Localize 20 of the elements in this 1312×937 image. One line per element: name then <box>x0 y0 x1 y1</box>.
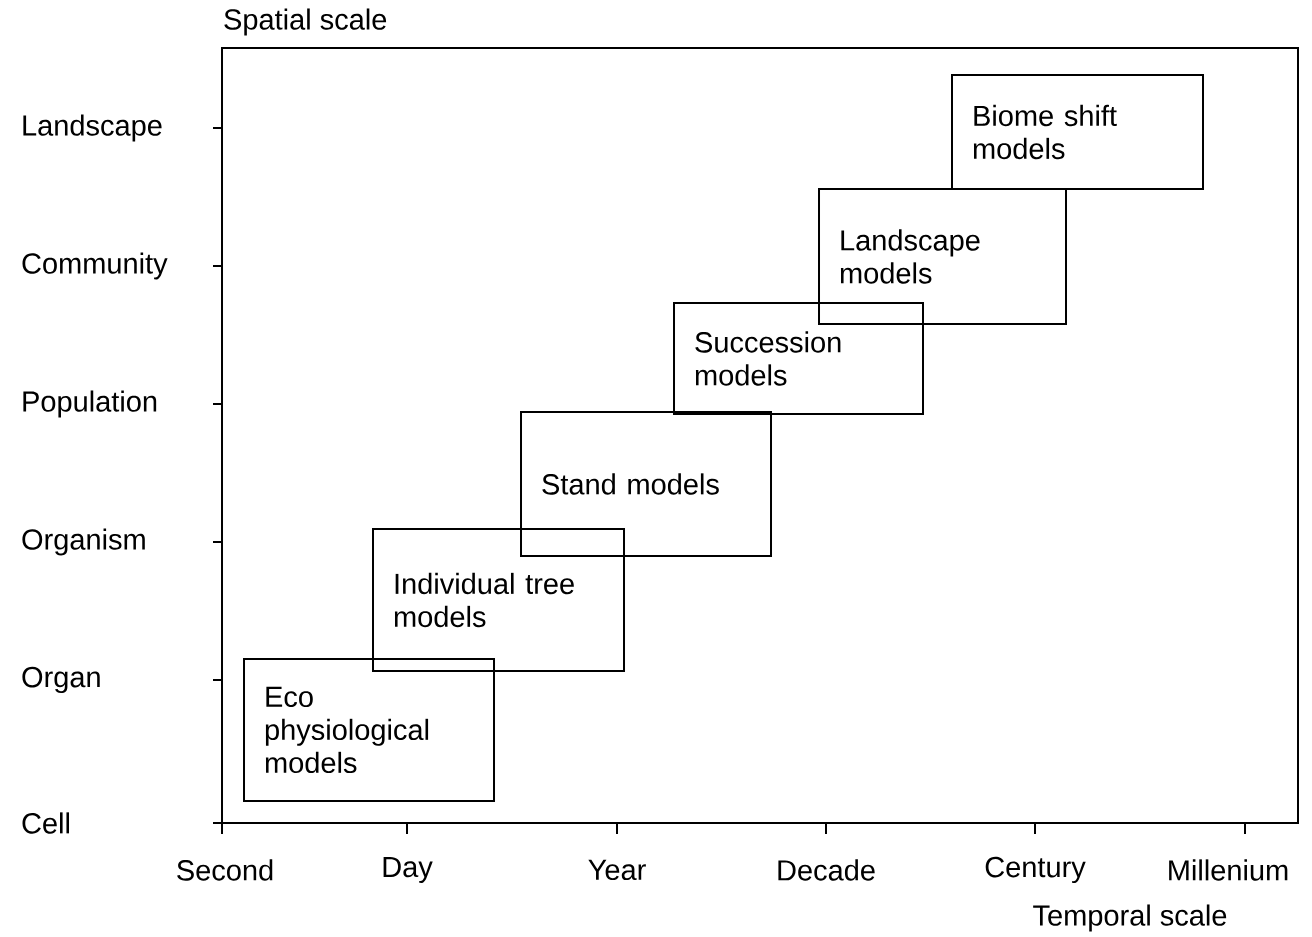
model-box: Individual tree models <box>372 528 625 672</box>
model-box: Succession models <box>673 302 924 415</box>
tick-label: Second <box>177 859 273 881</box>
tick-label: Cell <box>22 812 70 834</box>
tick-label: Organism <box>22 528 145 556</box>
model-box: Landscape models <box>818 188 1067 325</box>
tick-label: Organ <box>22 666 100 694</box>
tick-label: Year <box>588 859 646 881</box>
tick-label: Decade <box>778 859 875 881</box>
tick-label: Millenium <box>1169 859 1288 881</box>
axis-title: Temporal scale <box>1033 904 1227 932</box>
model-box: Biome shift models <box>951 74 1204 190</box>
tick-label: Century <box>985 856 1086 884</box>
tick-label: Landscape <box>23 114 162 142</box>
tick-label: Day <box>383 857 433 883</box>
model-box: Stand models <box>520 411 772 557</box>
axis-title: Spatial scale <box>224 8 387 36</box>
tick-label: Population <box>23 390 157 418</box>
tick-label: Community <box>22 252 168 280</box>
model-box: Eco physiological models <box>243 658 495 802</box>
